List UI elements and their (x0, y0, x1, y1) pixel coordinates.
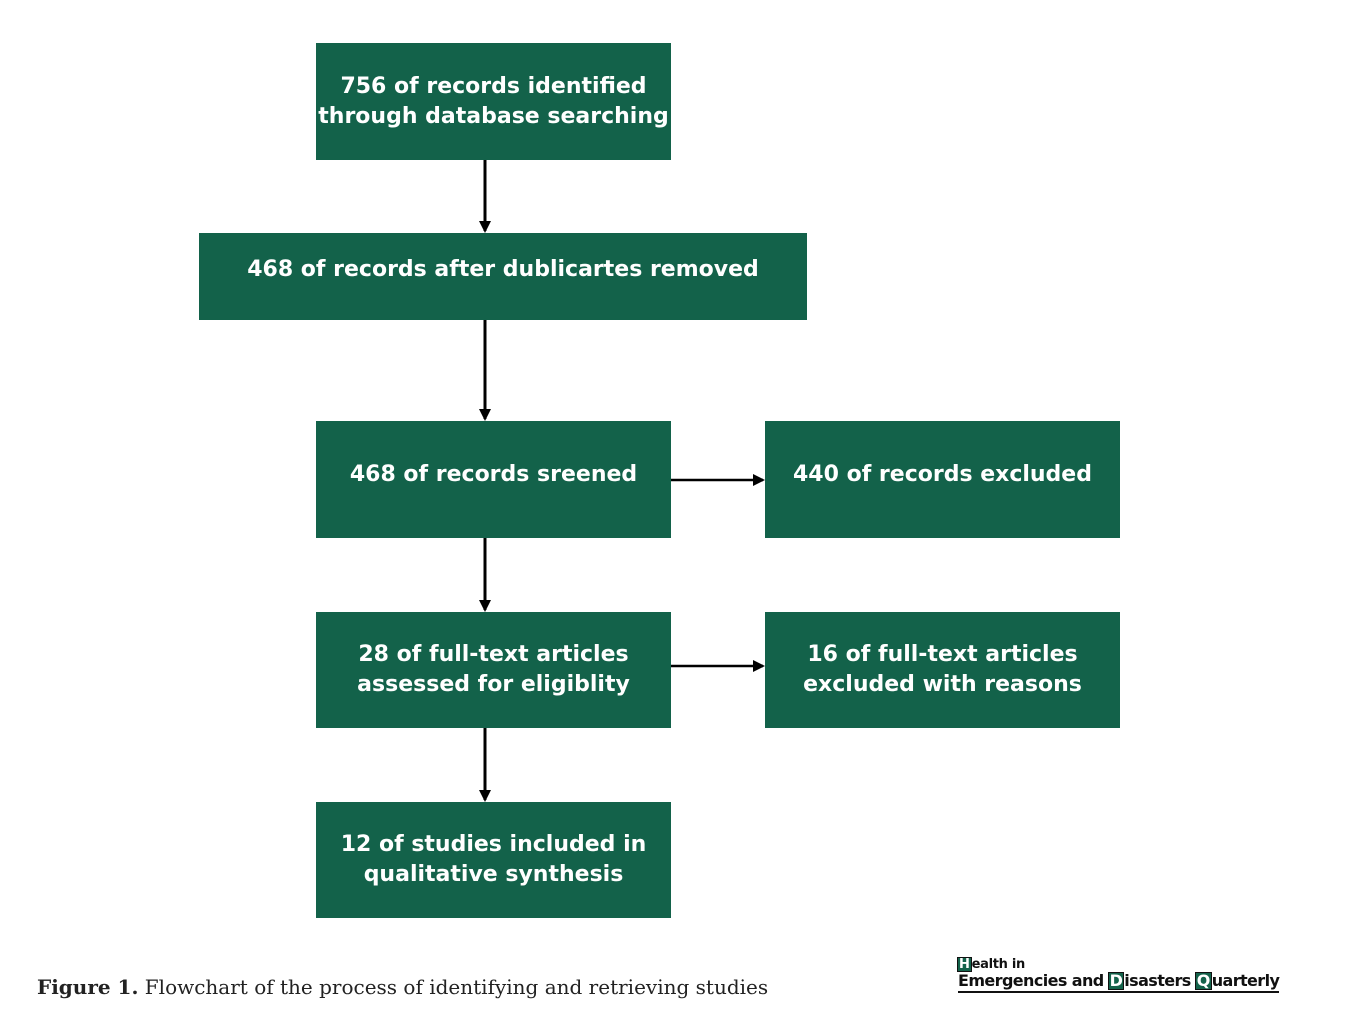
box-records-deduplicated: 468 of records after dublicartes removed (199, 233, 807, 320)
figure-caption: Figure 1. Flowchart of the process of id… (37, 975, 768, 999)
figure-caption-label: Figure 1. (37, 975, 139, 999)
box-articles-excluded-reasons: 16 of full-text articles excluded with r… (765, 612, 1120, 728)
box-records-deduplicated-line-1: 468 of records after dublicartes removed (247, 257, 759, 282)
box-records-excluded-line-1: 440 of records excluded (793, 461, 1092, 487)
box-articles-excluded-reasons-line-1: 16 of full-text articles (807, 642, 1078, 667)
box-records-screened: 468 of records sreened (316, 421, 671, 538)
box-records-identified-line-2: through database searching (318, 103, 669, 129)
journal-logo-initial-q: Q (1194, 971, 1212, 990)
box-studies-included: 12 of studies included in qualitative sy… (316, 802, 671, 918)
box-records-screened-line-1: 468 of records sreened (349, 461, 638, 487)
figure-caption-text: Flowchart of the process of identifying … (138, 975, 769, 999)
box-articles-assessed-line-2: assessed for eligiblity (357, 672, 630, 697)
box-articles-excluded-reasons-line-2: excluded with reasons (803, 672, 1082, 697)
box-records-excluded: 440 of records excluded (765, 421, 1120, 538)
journal-logo-initial-d: D (1107, 971, 1125, 990)
box-articles-assessed-line-1: 28 of full-text articles (358, 642, 629, 667)
journal-logo-initial-h: H (957, 957, 972, 972)
box-articles-assessed: 28 of full-text articles assessed for el… (316, 612, 671, 728)
box-studies-included-line-2: qualitative synthesis (363, 862, 624, 887)
journal-logo-disasters: isasters (1124, 971, 1196, 990)
journal-logo-health: ealth in (971, 957, 1026, 972)
box-studies-included-line-1: 12 of studies included in (340, 832, 647, 857)
journal-logo-quarterly: uarterly (1211, 971, 1280, 990)
box-records-identified-line-1: 756 of records identified (340, 73, 647, 99)
journal-logo-emergencies: Emergencies and (958, 971, 1109, 990)
box-records-identified: 756 of records identified through databa… (316, 43, 671, 160)
